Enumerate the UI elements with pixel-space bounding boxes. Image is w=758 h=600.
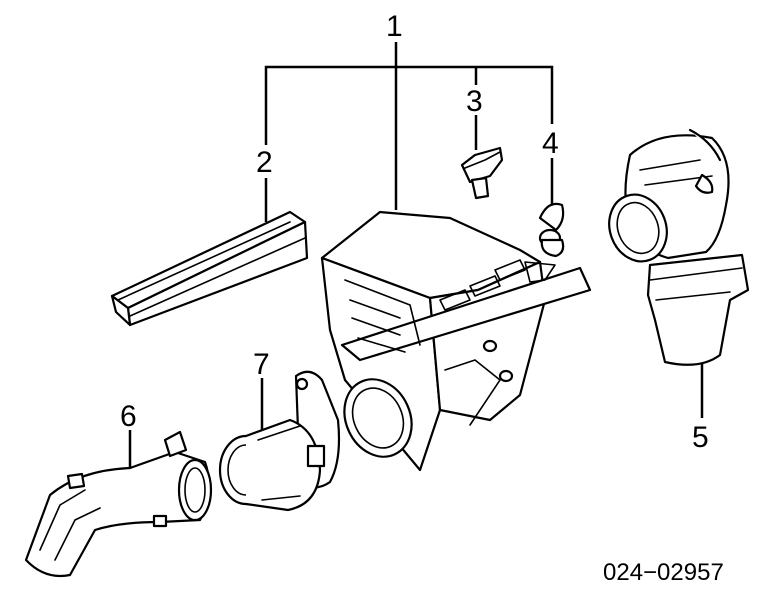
diagram-reference-number: 024−02957 [603, 559, 724, 586]
intake-air-duct [24, 430, 213, 578]
callout-number-3: 3 [466, 85, 483, 118]
callout-number-7: 7 [253, 348, 270, 381]
callout-number-6: 6 [120, 400, 137, 433]
air-cleaner-housing [320, 210, 592, 472]
intake-boot-resonator [608, 128, 750, 366]
leader-lines [128, 42, 704, 472]
callout-number-5: 5 [692, 421, 709, 454]
air-filter-element [110, 210, 309, 327]
clamp-fastener [538, 202, 565, 258]
callout-number-2: 2 [256, 146, 273, 179]
air-mass-meter [218, 370, 341, 512]
retaining-clip [460, 146, 504, 200]
callout-number-4: 4 [542, 127, 559, 160]
callout-number-1: 1 [386, 10, 403, 43]
